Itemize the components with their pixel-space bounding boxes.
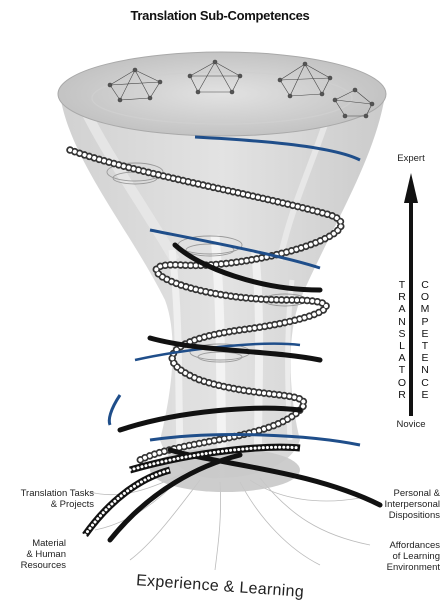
vertical-letter: T <box>396 364 408 376</box>
vertical-letter: N <box>419 364 431 376</box>
vertical-letter: E <box>419 328 431 340</box>
scale-top-label: Expert <box>386 154 436 165</box>
vertical-letter: A <box>396 352 408 364</box>
label-line: Resources <box>0 561 66 572</box>
vertical-letter: S <box>396 328 408 340</box>
vertical-letter: R <box>396 291 408 303</box>
vertical-letter: T <box>396 279 408 291</box>
vertical-letter: L <box>396 340 408 352</box>
vertical-letter: R <box>396 389 408 401</box>
vertical-letter: P <box>419 316 431 328</box>
label-line: & Projects <box>2 500 94 511</box>
vertical-letter: O <box>419 291 431 303</box>
label-line: Dispositions <box>383 511 440 522</box>
vertical-letter: N <box>396 316 408 328</box>
vertical-letter: C <box>419 279 431 291</box>
vertical-letter: T <box>419 340 431 352</box>
scale-bottom-label: Novice <box>386 420 436 431</box>
vertical-letter: E <box>419 352 431 364</box>
left-label-tasks: Translation Tasks & Projects <box>2 489 94 511</box>
label-line: Environment <box>383 563 440 574</box>
vertical-letter: M <box>419 303 431 315</box>
vertical-letter: A <box>396 303 408 315</box>
vertical-letter: C <box>419 377 431 389</box>
right-label-affordances: Affordances of Learning Environment <box>383 541 440 574</box>
vertical-letter: E <box>419 389 431 401</box>
diagram-title: Translation Sub-Competences <box>0 9 440 24</box>
left-label-material: Material & Human Resources <box>0 539 66 572</box>
right-label-personal: Personal & Interpersonal Dispositions <box>383 489 440 522</box>
funnel-top-disc <box>58 52 386 136</box>
vertical-letter: O <box>396 377 408 389</box>
